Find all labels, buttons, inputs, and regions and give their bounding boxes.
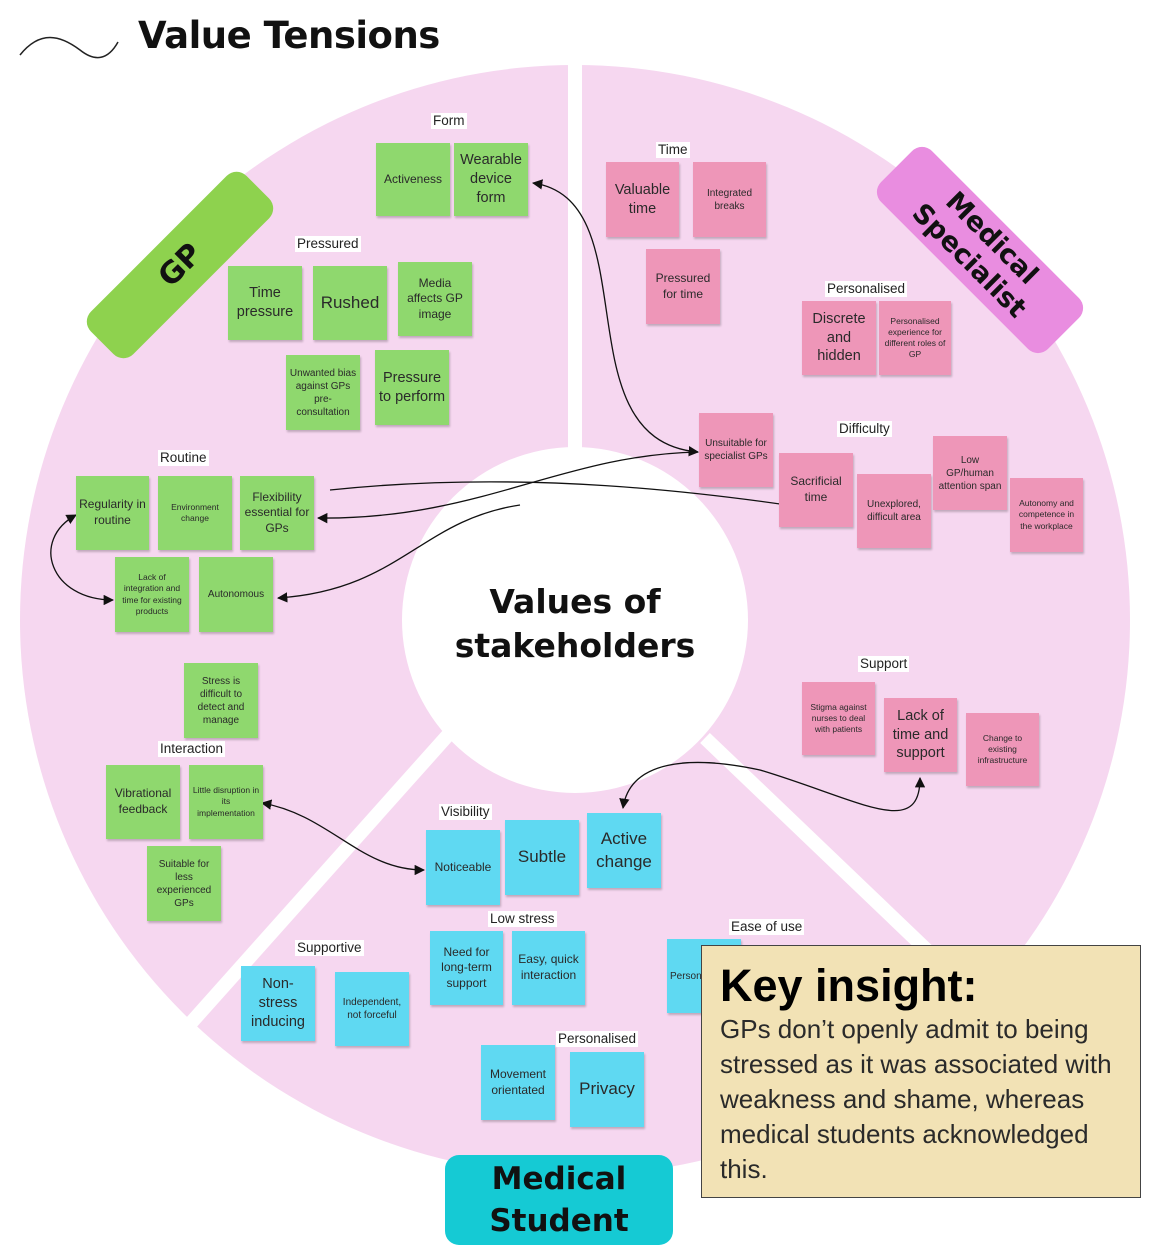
sticky-note: Stigma against nurses to deal with patie… bbox=[802, 682, 875, 755]
connector-regularity-integration bbox=[50, 514, 115, 606]
connector-flexibility-unsuitable bbox=[316, 451, 699, 524]
connector-autonomous bbox=[276, 504, 521, 603]
category-supportive: Supportive bbox=[295, 940, 364, 956]
category-interaction: Interaction bbox=[158, 741, 226, 757]
squiggle-decoration bbox=[19, 36, 119, 59]
sticky-note: Unwanted bias against GPs pre-consultati… bbox=[286, 355, 360, 430]
sticky-note: Unsuitable for specialist GPs bbox=[699, 413, 773, 487]
sticky-note: Unexplored, difficult area bbox=[857, 474, 931, 548]
sticky-note: Valuable time bbox=[606, 162, 679, 237]
sticky-note: Rushed bbox=[313, 266, 387, 340]
sticky-note: Pressure to perform bbox=[375, 350, 449, 425]
key-insight-body: GPs don’t openly admit to being stressed… bbox=[720, 1014, 1112, 1184]
student-line2: Student bbox=[489, 1203, 629, 1239]
category-ease-of-use: Ease of use bbox=[729, 919, 805, 935]
page-title: Value Tensions bbox=[138, 14, 440, 57]
center-title: Values of stakeholders bbox=[430, 580, 720, 668]
sticky-note: Wearable device form bbox=[454, 143, 528, 216]
sticky-note: Movement orientated bbox=[481, 1045, 555, 1120]
sticky-note: Independent, not forceful bbox=[335, 972, 409, 1046]
sticky-note: Little disruption in its implementation bbox=[189, 765, 263, 839]
sticky-note: Autonomous bbox=[199, 557, 273, 632]
sticky-note: Activeness bbox=[376, 143, 450, 216]
sticky-note: Stress is difficult to detect and manage bbox=[184, 663, 258, 738]
category-time: Time bbox=[656, 142, 690, 158]
sticky-note: Lack of time and support bbox=[884, 698, 957, 772]
sticky-note: Pressured for time bbox=[646, 249, 720, 324]
sticky-note: Low GP/human attention span bbox=[933, 436, 1007, 510]
category-personalised-specialist: Personalised bbox=[825, 281, 908, 297]
sticky-note: Subtle bbox=[505, 820, 579, 895]
sticky-note: Integrated breaks bbox=[693, 162, 766, 237]
connector-disruption-noticeable bbox=[260, 799, 426, 876]
sticky-note: Personalised experience for different ro… bbox=[879, 301, 951, 375]
sticky-note: Non-stress inducing bbox=[241, 966, 315, 1041]
sticky-note: Autonomy and competence in the workplace bbox=[1010, 478, 1083, 552]
student-line1: Medical bbox=[491, 1161, 627, 1197]
sticky-note: Regularity in routine bbox=[76, 476, 149, 550]
category-form: Form bbox=[431, 113, 467, 129]
sticky-note: Suitable for less experienced GPs bbox=[147, 846, 221, 921]
separator-left bbox=[134, 730, 454, 1085]
key-insight-title: Key insight: bbox=[720, 960, 978, 1011]
category-personalised-student: Personalised bbox=[556, 1031, 639, 1047]
sticky-note: Noticeable bbox=[426, 830, 500, 905]
key-insight-box: Key insight: GPs don’t openly admit to b… bbox=[701, 945, 1141, 1198]
category-visibility: Visibility bbox=[439, 804, 492, 820]
sticky-note: Flexibility essential for GPs bbox=[240, 476, 314, 550]
sticky-note: Time pressure bbox=[228, 266, 302, 340]
sticky-note: Media affects GP image bbox=[398, 262, 472, 336]
category-pressured: Pressured bbox=[295, 236, 361, 252]
connector-activechange-support bbox=[619, 761, 926, 812]
center-title-line2: stakeholders bbox=[454, 626, 696, 665]
sticky-note: Lack of integration and time for existin… bbox=[115, 557, 189, 632]
category-support: Support bbox=[858, 656, 910, 672]
wheel-center bbox=[402, 447, 748, 793]
sticky-note: Easy, quick interaction bbox=[512, 931, 585, 1005]
connector-wearable-unsuitable bbox=[531, 179, 700, 457]
sticky-note: Need for long-term support bbox=[430, 931, 503, 1005]
category-low-stress: Low stress bbox=[488, 911, 557, 927]
sticky-note: Privacy bbox=[570, 1052, 644, 1127]
sticky-note: Vibrational feedback bbox=[106, 765, 180, 839]
sticky-note: Sacrificial time bbox=[779, 453, 853, 527]
category-routine: Routine bbox=[158, 450, 209, 466]
center-title-line1: Values of bbox=[489, 582, 661, 621]
sticky-note: Active change bbox=[587, 813, 661, 888]
category-difficulty: Difficulty bbox=[837, 421, 892, 437]
sticky-note: Environment change bbox=[158, 476, 232, 550]
sticky-note: Discrete and hidden bbox=[802, 301, 876, 375]
sticky-note: Change to existing infrastructure bbox=[966, 713, 1039, 786]
